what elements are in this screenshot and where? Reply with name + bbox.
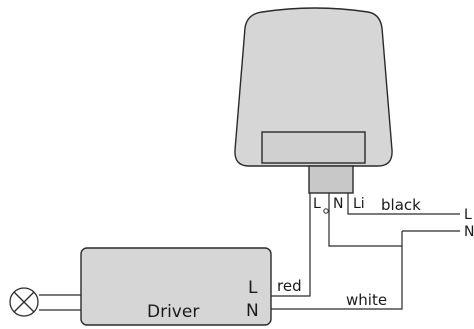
sensor-window xyxy=(261,131,366,164)
sensor-terminal-l: L xyxy=(313,196,321,212)
wire-label-black: black xyxy=(381,196,421,214)
wire-black xyxy=(347,193,460,215)
mains-label-n: N xyxy=(464,224,474,240)
sensor-connector xyxy=(308,165,354,194)
lamp-icon xyxy=(9,287,39,317)
sensor-unit xyxy=(234,7,393,194)
mains-label-l: L xyxy=(464,207,472,223)
wire-n-sensor xyxy=(328,193,402,247)
driver-label: Driver xyxy=(147,302,199,322)
sensor-housing xyxy=(234,7,393,167)
wire-red xyxy=(270,193,311,297)
driver-box xyxy=(80,247,272,326)
sensor-terminal-li: Li xyxy=(353,196,365,212)
wire-white xyxy=(270,231,403,310)
wire-label-red: red xyxy=(277,277,302,295)
driver-terminal-l: L xyxy=(248,278,258,298)
wires xyxy=(39,193,460,311)
driver-terminal-n: N xyxy=(246,301,259,321)
sensor-terminal-n: N xyxy=(333,196,343,212)
wire-label-white: white xyxy=(346,291,387,309)
terminal-dot xyxy=(323,208,329,214)
